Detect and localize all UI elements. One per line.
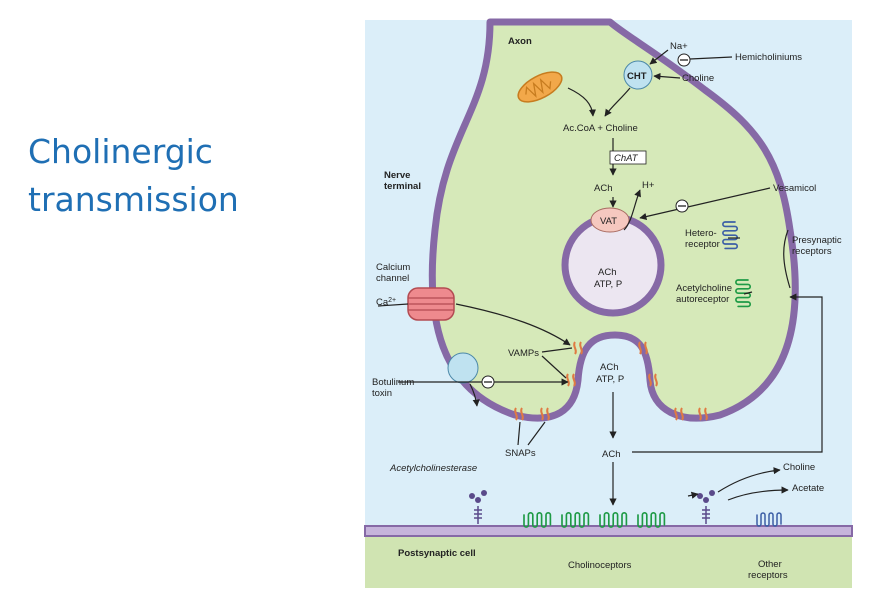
cht-transporter (623, 60, 653, 90)
arrow-ca-influx (455, 303, 571, 346)
heteroreceptor-icon (722, 221, 739, 250)
label-nerve-terminal-2: terminal (384, 181, 421, 192)
label-presyn-1: Presynaptic (792, 235, 842, 246)
label-axon: Axon (508, 36, 532, 47)
label-postsynaptic-cell: Postsynaptic cell (398, 548, 476, 559)
postsynaptic-membrane (364, 525, 853, 537)
label-ach-cyto: ACh (594, 183, 612, 194)
label-cholinoceptors: Cholinoceptors (568, 560, 632, 571)
arrow-hemicholinium-inhibit (689, 56, 733, 60)
mitochondrion-icon (517, 71, 563, 103)
slide-title-line-1: Cholinergic (28, 132, 213, 171)
leader-calcium (377, 303, 409, 307)
postsynaptic-cell-body (365, 533, 852, 588)
label-h-plus: H+ (642, 180, 655, 191)
arrow-acetate-out (727, 486, 789, 501)
arrow-feedback (632, 293, 823, 453)
label-fusion-atp: ATP, P (596, 374, 624, 385)
label-hetero-1: Hetero- (685, 228, 717, 239)
label-snaps: SNAPs (505, 448, 536, 459)
label-nerve-terminal-1: Nerve (384, 170, 410, 181)
label-presyn-2: receptors (792, 246, 832, 257)
chat-box (609, 150, 647, 165)
arrow-blob-down (469, 383, 480, 407)
label-calcium-2: channel (376, 273, 409, 284)
label-auto-2: autoreceptor (676, 294, 729, 305)
arrow-choline-out (717, 467, 781, 493)
label-accoa-choline: Ac.CoA + Choline (563, 123, 638, 134)
other-receptor-icon (756, 512, 782, 527)
label-hetero-2: receptor (685, 239, 720, 250)
leader-snaps (517, 421, 546, 446)
label-vesicle-atp: ATP, P (594, 279, 622, 290)
arrow-mito-to-acCoA (567, 87, 597, 117)
slide-title-line-2: transmission (28, 180, 239, 219)
calcium-channel (407, 287, 455, 321)
label-na: Na+ (670, 41, 688, 52)
leader-auto (743, 291, 753, 295)
label-vat: VAT (600, 216, 617, 227)
minus-circle-icon (481, 53, 691, 389)
arrow-choline-uptake (653, 72, 681, 81)
botulinum-toxin-blob (447, 352, 479, 384)
label-botulinum-1: Botulinum (372, 377, 414, 388)
label-calcium-1: Calcium (376, 262, 410, 273)
brace-presynaptic (783, 229, 791, 289)
label-cht: CHT (627, 71, 647, 82)
arrow-vesamicol (639, 187, 771, 221)
label-acetate: Acetate (792, 483, 824, 494)
label-vamps: VAMPs (508, 348, 539, 359)
label-hemicholiniums: Hemicholiniums (735, 52, 802, 63)
label-auto-1: Acetylcholine (676, 283, 732, 294)
arrow-h-out (623, 189, 641, 231)
label-ca: Ca2+ (376, 297, 396, 308)
leader-vamps (541, 347, 573, 379)
label-vesamicol: Vesamicol (773, 183, 816, 194)
label-fusion-ach: ACh (600, 362, 618, 373)
label-botulinum-2: toxin (372, 388, 392, 399)
arrow-cht-to-acCoA (604, 87, 631, 117)
slide-title: Cholinergic transmission (28, 128, 328, 224)
label-chat: ChAT (614, 153, 639, 164)
label-other-1: Other (758, 559, 782, 570)
arrow-ache-to-enzyme (687, 491, 699, 499)
label-choline-top: Choline (682, 73, 714, 84)
label-ach-cleft: ACh (602, 449, 620, 460)
label-vesicle-ach: ACh (598, 267, 616, 278)
label-other-2: receptors (748, 570, 788, 581)
arrow-na (649, 49, 669, 65)
label-choline-cleft: Choline (783, 462, 815, 473)
label-acetylcholinesterase: Acetylcholinesterase (389, 463, 477, 474)
vat-transporter (590, 207, 630, 233)
